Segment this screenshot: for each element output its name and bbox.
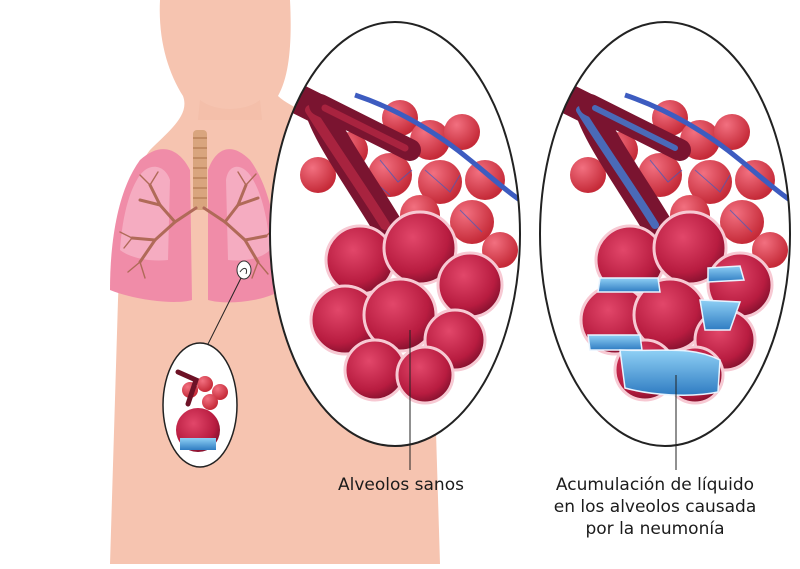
pneumonia-label-line-2: en los alveolos causada xyxy=(553,497,757,517)
lungs xyxy=(110,130,279,351)
pneumonia-label-line-3: por la neumonía xyxy=(585,519,725,539)
healthy-alveoli-inset xyxy=(269,21,521,470)
small-inset xyxy=(162,342,238,468)
pneumonia-label-line-1: Acumulación de líquido xyxy=(555,475,755,495)
pneumonia-fluid-label: Acumulación de líquido en los alveolos c… xyxy=(540,474,770,540)
pneumonia-alveoli-inset xyxy=(539,21,791,470)
healthy-alveoli-label: Alveolos sanos xyxy=(338,475,464,495)
